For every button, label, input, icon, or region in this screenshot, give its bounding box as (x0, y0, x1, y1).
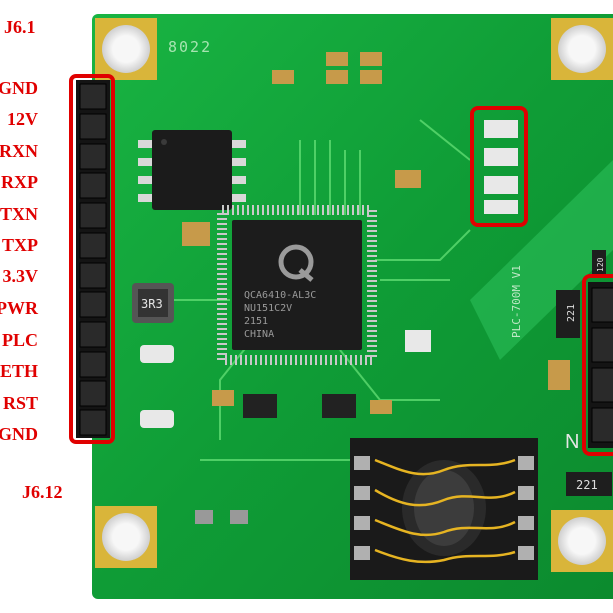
pin-header-j6 (76, 80, 110, 438)
mounting-hole-bottom-left (95, 506, 157, 568)
pin-label-4: RXP (1, 172, 38, 192)
pin-label-6: TXP (2, 235, 38, 255)
transistors (243, 394, 356, 418)
ethernet-transformer (350, 438, 538, 580)
highlight-box-led-column (470, 106, 528, 227)
inductor-marking: 3R3 (141, 297, 163, 311)
connector-label-top: J6.1 (4, 17, 36, 37)
pin-header-right (588, 282, 613, 448)
resistor-221-bottom: 221 (566, 472, 612, 496)
mounting-hole-top-left (95, 18, 157, 80)
soc-marking-line-1: QCA6410-AL3C (244, 290, 316, 301)
mounting-hole-bottom-right (551, 510, 613, 572)
pin-label-3: RXN (0, 141, 38, 161)
resistor-120-marking: 120 (596, 257, 605, 272)
resistor-221-left-marking: 221 (566, 304, 577, 322)
pin-label-8: PWR (0, 298, 38, 318)
pin-label-5: TXN (0, 204, 38, 224)
qca-soc-chip: QCA6410-AL3C NU151C2V 2151 CHINA (217, 205, 377, 365)
resistor-120: 120 (592, 250, 606, 278)
pin-label-12: GND (0, 424, 38, 444)
pin-label-2: 12V (7, 109, 38, 129)
pcb-light-band (470, 160, 613, 360)
pin-label-10: ETH (0, 361, 38, 381)
flash-chip (138, 130, 246, 210)
model-silkscreen: PLC-700M V1 (510, 265, 523, 338)
passive-components (140, 52, 570, 524)
resistor-221-bottom-marking: 221 (576, 478, 598, 492)
resistor-221-left: 221 (556, 290, 580, 338)
led-resistor-column (484, 120, 518, 214)
pin-label-9: PLC (2, 330, 38, 350)
edge-letter: N (565, 431, 579, 453)
soc-marking-line-3: 2151 (244, 316, 268, 327)
pcb-traces (170, 119, 471, 461)
highlight-box-right-header (582, 274, 613, 456)
pin-label-1: GND (0, 78, 38, 98)
mounting-hole-top-right (551, 18, 613, 80)
soc-marking-line-2: NU151C2V (244, 303, 292, 314)
inductor-3r3: 3R3 (132, 283, 174, 323)
soc-marking-line-4: CHINA (244, 329, 274, 340)
silkscreen-code: 8022 (168, 38, 212, 56)
connector-label-bottom: J6.12 (22, 482, 63, 502)
pin-label-7: 3.3V (2, 266, 39, 286)
pin-label-11: RST (2, 393, 38, 413)
highlight-box-j6-header (69, 74, 115, 444)
